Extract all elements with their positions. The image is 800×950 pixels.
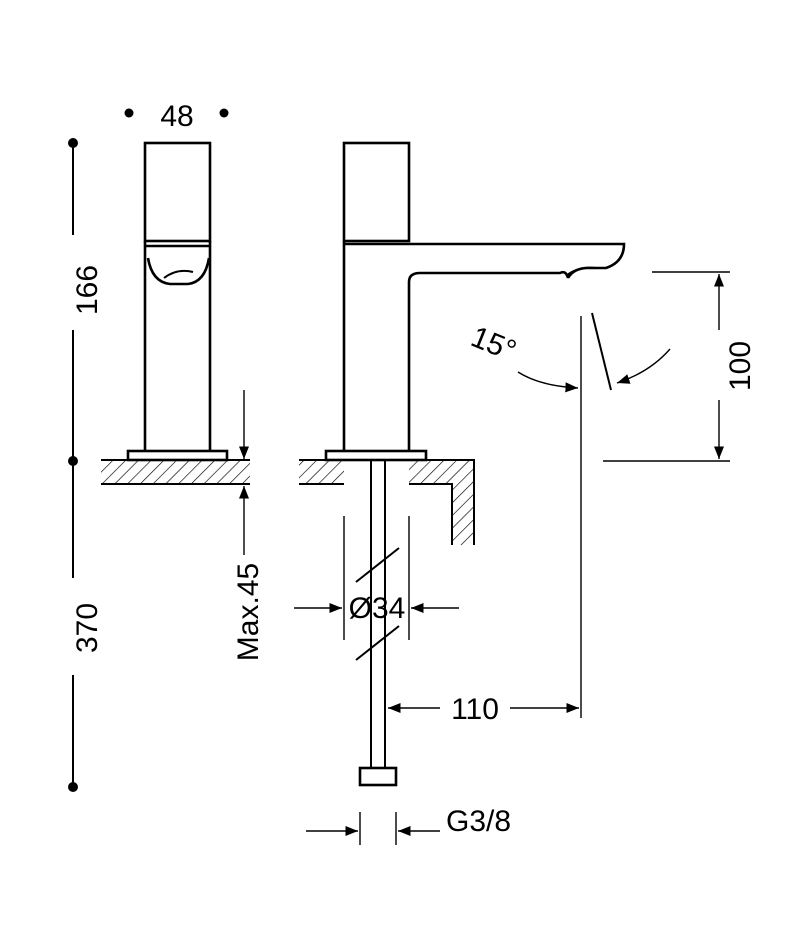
thread-label: G3/8	[446, 805, 511, 838]
thread-dimension	[306, 812, 440, 845]
reach-dimension	[388, 316, 582, 718]
front-view	[101, 108, 250, 485]
overall-height-dimension	[68, 138, 78, 792]
spout-height-label: 100	[724, 341, 757, 391]
angle-label: 15°	[466, 320, 520, 368]
width-top-label: 48	[160, 100, 193, 133]
diameter-label: Ø34	[349, 592, 406, 625]
max-thickness-label: Max.45	[232, 563, 265, 661]
angle-dimension	[517, 312, 671, 393]
side-view	[299, 141, 626, 787]
reach-label: 110	[451, 693, 499, 726]
spout-height-dimension	[603, 271, 730, 462]
height-lower-label: 370	[71, 603, 104, 653]
height-upper-label: 166	[71, 265, 104, 315]
